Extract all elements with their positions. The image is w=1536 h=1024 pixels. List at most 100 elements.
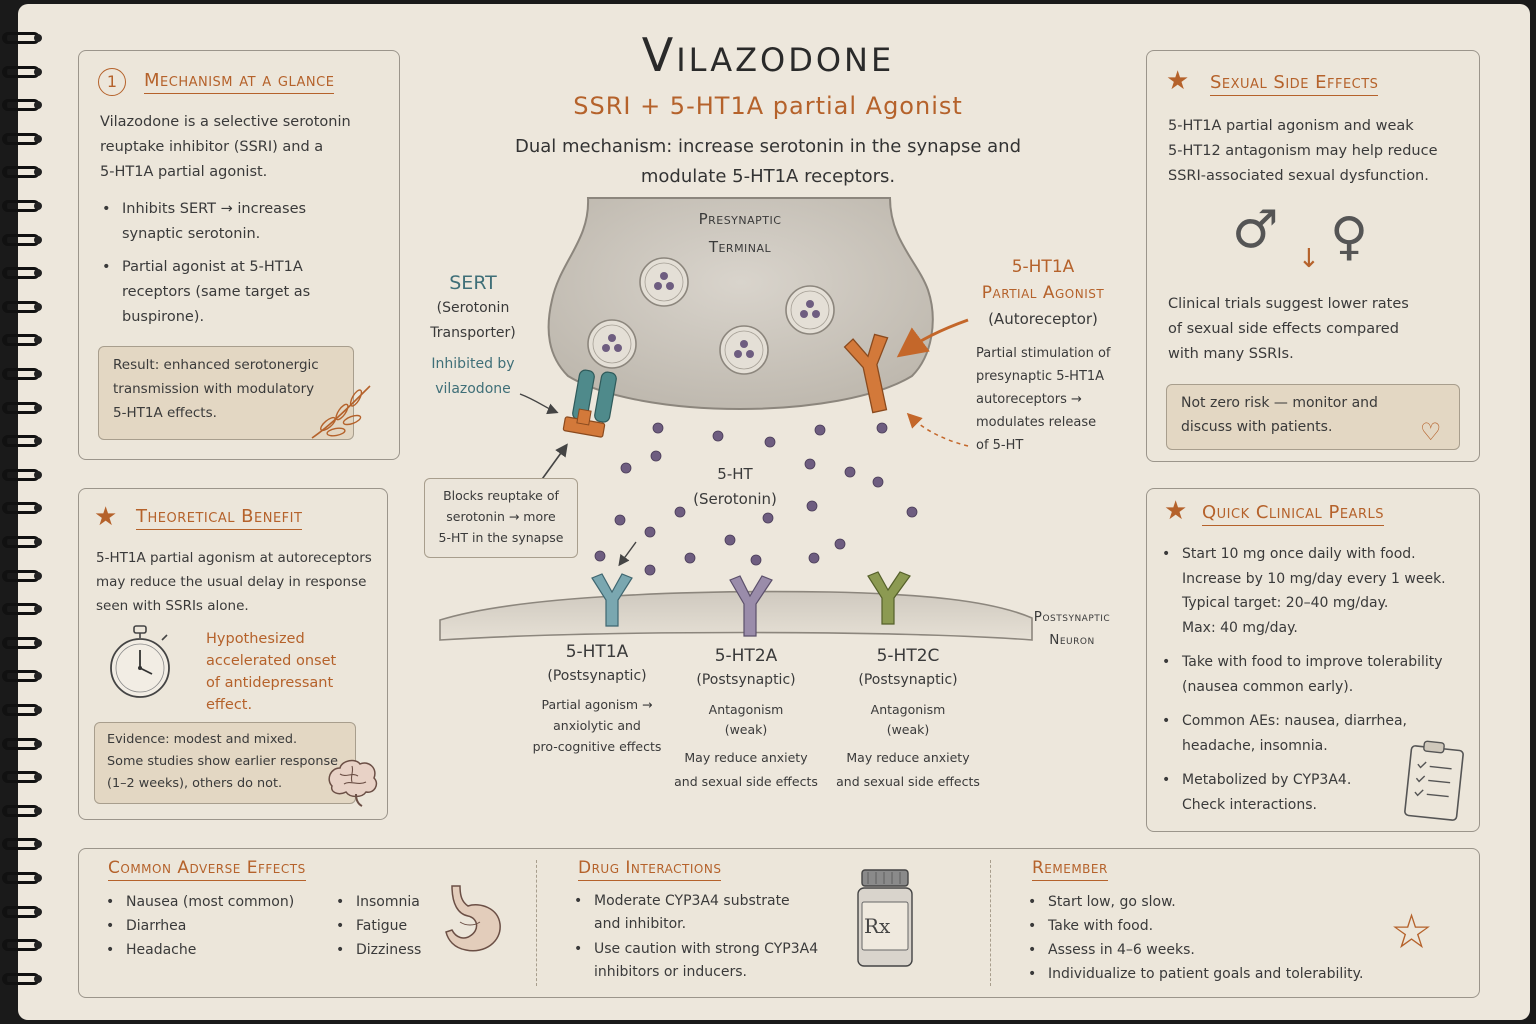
receptor-5ht2c-label: 5-HT2C (Postsynaptic) Antagonism (weak) … — [830, 644, 986, 794]
receptor-desc: (weak) — [886, 722, 930, 737]
receptor-5ht2a-label: 5-HT2A (Postsynaptic) Antagonism (weak) … — [668, 644, 824, 794]
sert-full: (Serotonin — [436, 300, 510, 316]
pearl-line: Typical target: 20–40 mg/day. — [1182, 595, 1389, 611]
serotonin-molecule — [674, 506, 686, 518]
list-item: Individualize to patient goals and toler… — [1026, 962, 1406, 986]
clipboard-icon — [1404, 740, 1464, 821]
sert-name: SERT — [449, 272, 497, 294]
receptor-desc: anxiolytic and — [553, 718, 641, 733]
sert-transporter — [562, 369, 617, 438]
receptor-extra: and sexual side effects — [836, 774, 980, 789]
theoretical-header: Theoretical Benefit — [136, 506, 303, 530]
serotonin-name: 5-HT — [717, 465, 753, 483]
star-outline-icon: ☆ — [1390, 904, 1434, 960]
sexual-text: 5-HT1A partial agonism and weak 5-HT12 a… — [1168, 114, 1468, 189]
adverse-col-2: Insomnia Fatigue Dizziness — [334, 890, 444, 962]
synaptic-vesicle — [587, 319, 637, 369]
serotonin-molecule — [712, 430, 724, 442]
presynaptic-terminal — [547, 197, 934, 410]
receptor-desc: Antagonism — [870, 702, 946, 717]
pearl-line: (nausea common early). — [1182, 678, 1354, 695]
binding-ring — [0, 366, 42, 382]
list-item: Common AEs: nausea, diarrhea, headache, … — [1160, 709, 1472, 758]
receptor-extra: May reduce anxiety — [684, 750, 808, 765]
binding-ring — [0, 971, 42, 987]
bullet-text: Inhibits SERT → increases — [122, 201, 307, 217]
list-item: Take with food. — [1026, 914, 1406, 938]
evidence-line: (1–2 weeks), others do not. — [107, 776, 283, 791]
star-icon: ★ — [94, 502, 118, 532]
pearl-line: Start 10 mg once daily with food. — [1182, 546, 1416, 562]
pearls-list: Start 10 mg once daily with food. Increa… — [1160, 542, 1472, 825]
postsynaptic-neuron — [439, 590, 1033, 641]
theoretical-line: 5-HT1A partial agonism at autoreceptors — [96, 550, 372, 566]
binding-ring — [0, 299, 42, 315]
page-subtitle: SSRI + 5-HT1A partial Agonist — [573, 92, 963, 120]
hypothesis-line: of antidepressant — [206, 675, 334, 691]
list-item: Insomnia — [334, 890, 444, 914]
male-symbol-icon: ♂ — [1232, 200, 1279, 260]
pearl-line: Common AEs: nausea, diarrhea, — [1182, 713, 1407, 729]
page-title: Vilazodone — [641, 28, 895, 82]
hypothesis-line: effect. — [206, 697, 253, 713]
receptor-desc: pro-cognitive effects — [532, 739, 662, 754]
bullet-text: receptors (same target as — [122, 284, 311, 300]
binding-ring — [0, 332, 42, 348]
hypothesis-line: accelerated onset — [206, 653, 337, 669]
pearls-header: Quick Clinical Pearls — [1202, 502, 1384, 526]
remember-list: Start low, go slow. Take with food. Asse… — [1026, 890, 1406, 986]
serotonin-molecule — [806, 500, 818, 512]
sert-inhibited: vilazodone — [435, 381, 511, 397]
adverse-col-1: Nausea (most common) Diarrhea Headache — [104, 890, 324, 962]
agonist-description: Partial stimulation of presynaptic 5-HT1… — [976, 342, 1136, 457]
interaction-line: inhibitors or inducers. — [594, 964, 747, 980]
sexual-line: 5-HT12 antagonism may help reduce — [1168, 143, 1438, 159]
binding-ring — [0, 400, 42, 416]
mechanism-intro-line: reuptake inhibitor (SSRI) and a — [100, 139, 324, 155]
list-item: Metabolized by CYP3A4. Check interaction… — [1160, 768, 1472, 817]
binding-ring — [0, 467, 42, 483]
rx-label: Rx — [864, 914, 891, 938]
serotonin-molecule — [594, 550, 606, 562]
binding-ring — [0, 601, 42, 617]
list-item: Start low, go slow. — [1026, 890, 1406, 914]
binding-ring — [0, 30, 42, 46]
trials-line: Clinical trials suggest lower rates — [1168, 296, 1409, 312]
agonist-desc-line: autoreceptors → — [976, 392, 1082, 407]
serotonin-molecule — [834, 538, 846, 550]
interaction-line: Moderate CYP3A4 substrate — [594, 893, 790, 909]
synaptic-vesicle — [719, 325, 769, 375]
postsynaptic-label: Postsynaptic Neuron — [1024, 606, 1120, 652]
postsynaptic-line: Neuron — [1049, 632, 1095, 648]
adverse-header: Common Adverse Effects — [108, 858, 306, 881]
serotonin-molecule — [724, 534, 736, 546]
risk-line: discuss with patients. — [1181, 419, 1333, 435]
female-symbol-icon: ♀ — [1330, 207, 1369, 267]
receptor-name: 5-HT2C — [876, 646, 940, 666]
serotonin-molecule — [876, 422, 888, 434]
serotonin-molecule — [650, 450, 662, 462]
hypothesis-text: Hypothesized accelerated onset of antide… — [206, 628, 376, 716]
list-item: Diarrhea — [104, 914, 324, 938]
serotonin-molecule — [844, 466, 856, 478]
serotonin-molecule — [872, 476, 884, 488]
binding-ring — [0, 904, 42, 920]
remember-header: Remember — [1032, 858, 1108, 881]
sert-label: SERT (Serotonin Transporter) Inhibited b… — [418, 270, 528, 402]
list-item: Nausea (most common) — [104, 890, 324, 914]
list-item: Start 10 mg once daily with food. Increa… — [1160, 542, 1472, 640]
receptor-type: (Postsynaptic) — [696, 672, 796, 688]
list-item: Use caution with strong CYP3A4inhibitors… — [572, 938, 842, 984]
sexual-trials-text: Clinical trials suggest lower rates of s… — [1168, 292, 1468, 367]
section-divider — [536, 860, 537, 986]
receptor-desc: (weak) — [724, 722, 768, 737]
blocks-reuptake-note: Blocks reuptake of serotonin → more 5-HT… — [424, 478, 578, 558]
list-item: Assess in 4–6 weeks. — [1026, 938, 1406, 962]
evidence-line: Some studies show earlier response — [107, 754, 338, 769]
binding-ring — [0, 131, 42, 147]
blocks-line: 5-HT in the synapse — [438, 530, 564, 545]
synaptic-vesicle — [785, 285, 835, 335]
trials-line: with many SSRIs. — [1168, 346, 1294, 362]
binding-ring — [0, 232, 42, 248]
